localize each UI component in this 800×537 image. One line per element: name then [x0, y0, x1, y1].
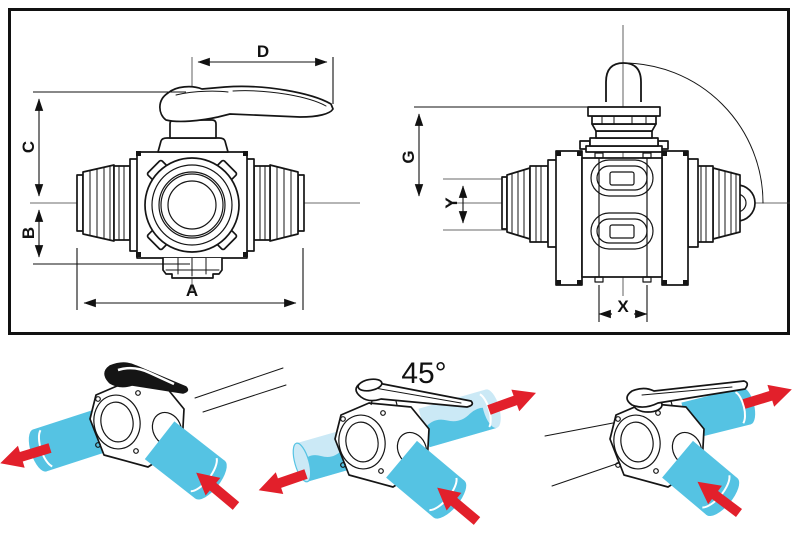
flow-arrow-in — [697, 481, 743, 517]
dim-label-a: A — [185, 281, 199, 300]
illustration-flow-left — [0, 362, 287, 510]
dim-label-d: D — [256, 42, 270, 61]
dim-label-g: G — [399, 150, 418, 164]
valve-handle — [104, 362, 189, 394]
illustration-flow-right — [544, 380, 792, 517]
front-view-drawing — [30, 57, 360, 310]
side-view-drawing — [414, 25, 790, 322]
valve-handle — [626, 380, 749, 413]
dim-label-y: Y — [442, 197, 461, 209]
flow-arrow-in — [196, 472, 240, 510]
valve-handle — [159, 85, 334, 123]
flow-arrow-in — [437, 487, 481, 525]
angle-label: 45° — [401, 357, 447, 390]
flow-arrow-out — [742, 384, 792, 409]
flow-arrow-out — [0, 443, 52, 468]
flow-arrow-out — [487, 389, 536, 415]
dim-label-b: B — [19, 226, 38, 240]
illustration-flow-45 — [258, 378, 536, 525]
flow-arrow-out — [258, 469, 308, 494]
valve-handle — [355, 378, 474, 408]
dim-label-c: C — [19, 140, 38, 154]
dim-label-x: X — [617, 297, 629, 316]
